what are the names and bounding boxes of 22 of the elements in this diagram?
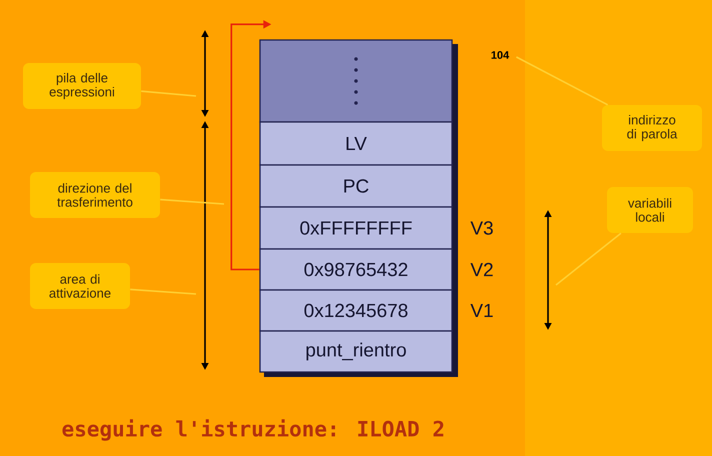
stack-cell: LV — [259, 121, 453, 166]
callout-bubble: pila delle espressioni — [23, 63, 141, 109]
variable-label: V1 — [470, 304, 493, 318]
leader-line — [130, 288, 196, 295]
leader-line — [160, 198, 224, 205]
title: eseguire l'istruzione: ILOAD 2 — [62, 419, 444, 441]
stack-cell: 0x12345678 — [259, 289, 453, 332]
callout-bubble: indirizzo di parola — [602, 105, 702, 151]
stack-cell: 0xFFFFFFFF — [259, 206, 453, 250]
callout-bubble: variabili locali — [607, 187, 693, 233]
stack-cell: 0x98765432 — [259, 248, 453, 291]
leader-line — [516, 56, 608, 106]
address-label: 104 — [492, 51, 510, 59]
leader-line — [556, 232, 622, 286]
variable-label: V3 — [470, 221, 493, 235]
stack-cell — [259, 39, 453, 123]
stack-cell: punt_rientro — [259, 330, 453, 373]
variable-label: V2 — [470, 262, 493, 276]
callout-bubble: direzione del trasferimento — [30, 172, 160, 218]
stack-cell: PC — [259, 164, 453, 208]
leader-line — [141, 90, 196, 97]
callout-bubble: area di attivazione — [30, 263, 130, 309]
